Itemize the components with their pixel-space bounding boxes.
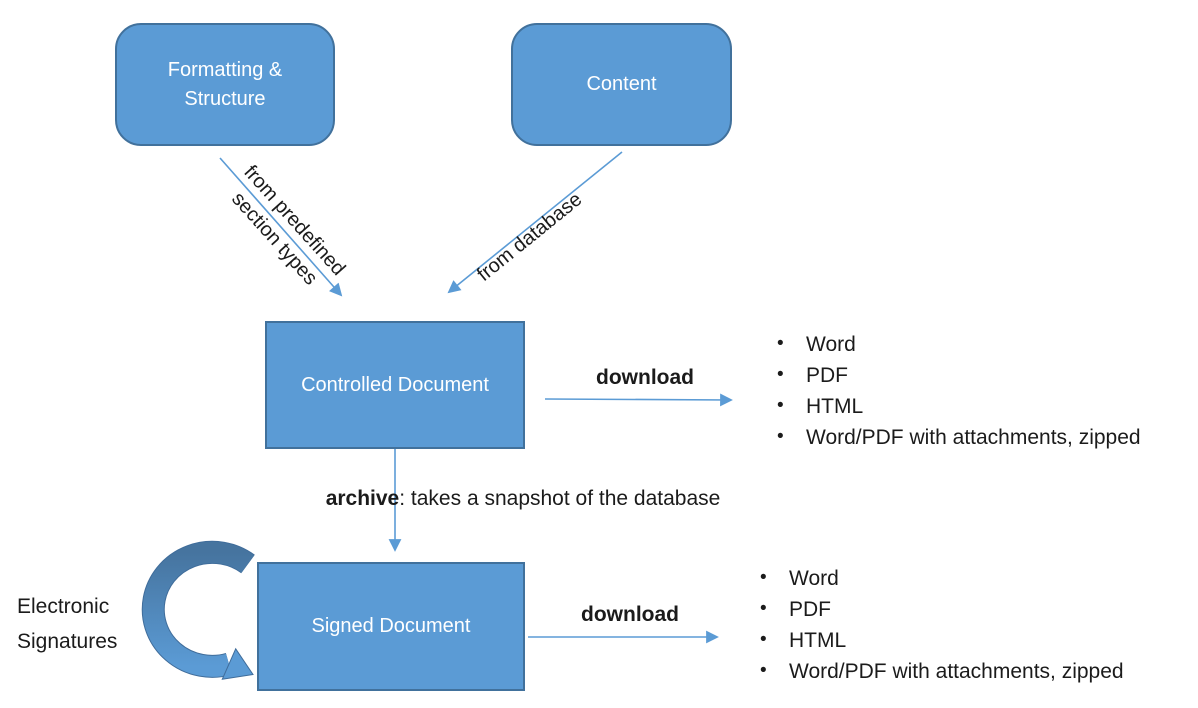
- electronic-signatures-curved-arrow-icon: [141, 540, 255, 680]
- edge-label-download-top: download: [596, 366, 694, 389]
- list-item: Word/PDF with attachments, zipped: [758, 655, 1124, 687]
- edge-label-from-database: from database: [473, 188, 587, 286]
- node-formatting-structure: Formatting & Structure: [115, 23, 335, 146]
- node-controlled-document: Controlled Document: [265, 321, 525, 449]
- list-item: PDF: [758, 593, 1124, 625]
- list-item: HTML: [758, 624, 1124, 656]
- list-item: Word/PDF with attachments, zipped: [775, 421, 1141, 453]
- node-content: Content: [511, 23, 732, 146]
- node-signed-document: Signed Document: [257, 562, 525, 691]
- list-item: Word: [758, 562, 1124, 594]
- archive-keyword: archive: [325, 487, 400, 510]
- list-item: Word: [775, 328, 1141, 360]
- download-formats-list-top: Word PDF HTML Word/PDF with attachments,…: [775, 328, 1141, 453]
- arrow-download-top: [544, 393, 733, 407]
- list-item: HTML: [775, 390, 1141, 422]
- download-formats-list-bottom: Word PDF HTML Word/PDF with attachments,…: [758, 562, 1124, 687]
- label-electronic-signatures: Electronic Signatures: [17, 595, 118, 653]
- archive-description: : takes a snapshot of the database: [399, 487, 721, 510]
- edge-label-archive: archive: takes a snapshot of the databas…: [307, 487, 739, 511]
- edge-label-download-bottom: download: [581, 603, 679, 626]
- list-item: PDF: [775, 359, 1141, 391]
- edge-label-from-predefined-section-types: from predefined section types: [227, 161, 350, 290]
